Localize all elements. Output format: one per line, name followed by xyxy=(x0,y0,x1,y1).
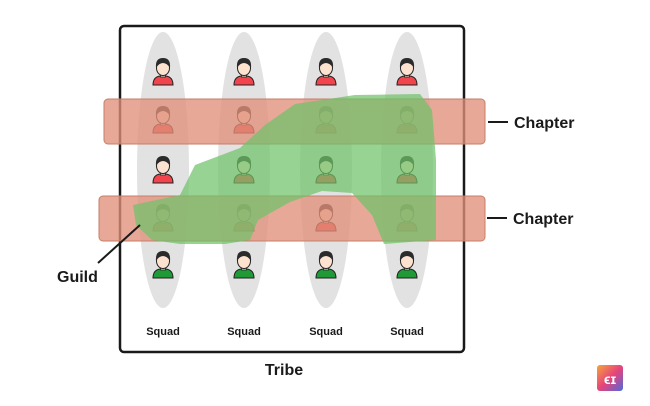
person-icon xyxy=(315,251,337,279)
person-icon xyxy=(233,58,255,86)
squad-label-4: Squad xyxy=(390,326,424,338)
guild-label: Guild xyxy=(57,269,98,286)
squad-label-2: Squad xyxy=(227,326,261,338)
brand-logo-text: ϵɪ xyxy=(604,371,617,387)
person-icon xyxy=(396,58,418,86)
person-icon xyxy=(315,58,337,86)
person-icon xyxy=(396,251,418,279)
chapter-label-2: Chapter xyxy=(513,211,573,228)
chapter-label-1: Chapter xyxy=(514,115,574,132)
brand-logo: ϵɪ xyxy=(597,365,623,391)
person-icon xyxy=(152,58,174,86)
guild-overlay xyxy=(133,94,436,244)
squad-label-3: Squad xyxy=(309,326,343,338)
person-icon xyxy=(152,251,174,279)
person-icon xyxy=(152,156,174,184)
person-icon xyxy=(233,251,255,279)
squad-label-1: Squad xyxy=(146,326,180,338)
guild-pointer-line xyxy=(97,224,141,264)
tribe-label: Tribe xyxy=(265,362,303,379)
